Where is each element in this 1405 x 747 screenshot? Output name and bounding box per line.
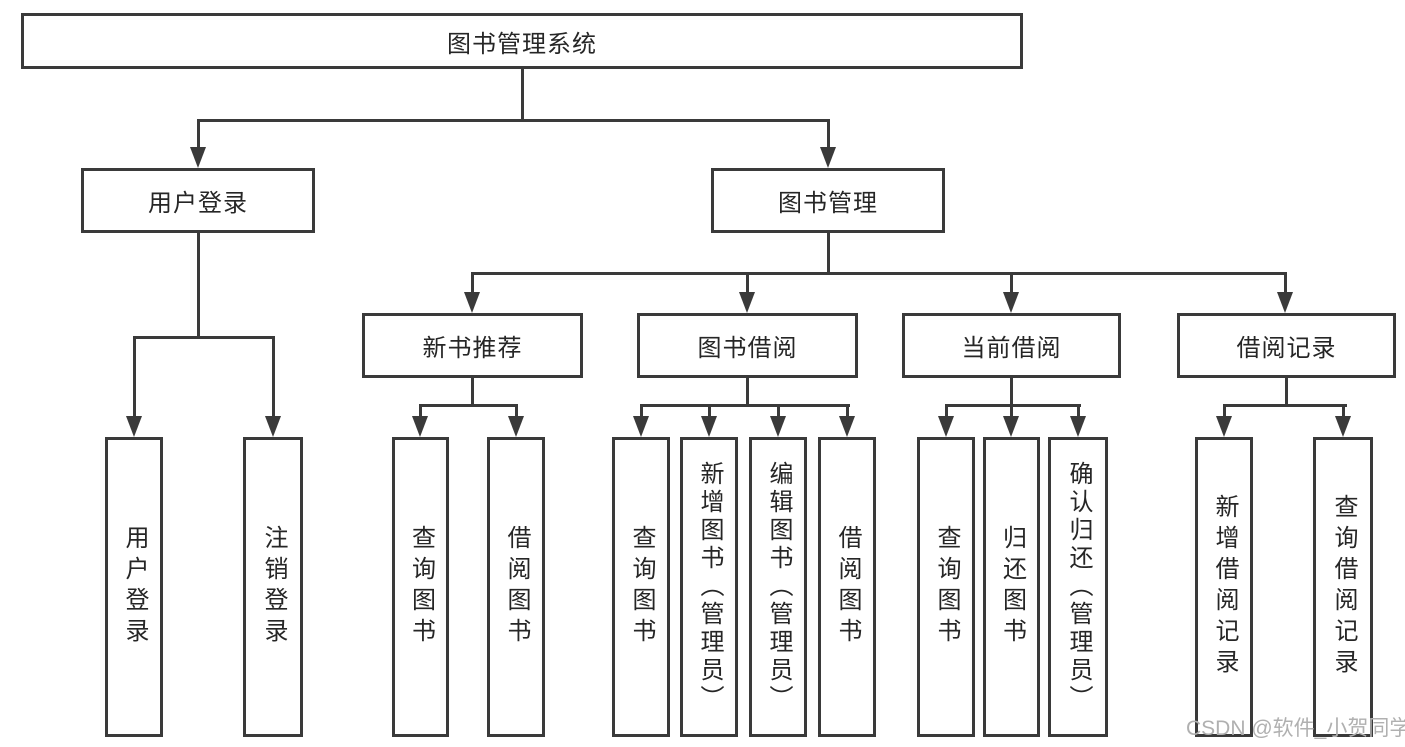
leaf-login: 用户登录 bbox=[105, 437, 163, 737]
node-book-borrow-label: 图书借阅 bbox=[697, 335, 798, 362]
arrow-to-recommend-query-book bbox=[412, 404, 429, 437]
node-user-login-label: 用户登录 bbox=[148, 190, 248, 217]
arrow-to-record-query bbox=[1334, 404, 1352, 437]
arrow-to-current-confirm-return bbox=[1069, 404, 1087, 437]
node-user-login: 用户登录 bbox=[81, 168, 315, 233]
leaf-record-add-label: 新增借阅记录 bbox=[1211, 494, 1238, 680]
node-root-label: 图书管理系统 bbox=[447, 30, 597, 58]
connector-current-borrow-stem bbox=[1009, 378, 1013, 407]
leaf-borrow-edit-book: 编辑图书（管理员） bbox=[749, 437, 807, 737]
leaf-current-return-book-label: 归还图书 bbox=[998, 525, 1026, 649]
arrow-to-book-borrow bbox=[738, 272, 756, 313]
connector-new-book-recommend-bus bbox=[418, 404, 518, 407]
leaf-recommend-query-book: 查询图书 bbox=[392, 437, 449, 737]
leaf-record-query: 查询借阅记录 bbox=[1313, 437, 1373, 737]
arrow-to-login bbox=[125, 336, 143, 437]
connector-user-login-bus bbox=[132, 336, 275, 339]
connector-level1-bus bbox=[196, 119, 830, 122]
leaf-logout: 注销登录 bbox=[243, 437, 303, 737]
node-book-borrow: 图书借阅 bbox=[637, 313, 858, 378]
arrow-to-current-borrow bbox=[1002, 272, 1020, 313]
leaf-current-return-book: 归还图书 bbox=[983, 437, 1040, 737]
connector-book-borrow-bus bbox=[639, 404, 850, 407]
arrow-to-borrow-borrow-book bbox=[838, 404, 856, 437]
arrow-to-user-login bbox=[189, 119, 207, 168]
leaf-current-query-book: 查询图书 bbox=[917, 437, 975, 737]
leaf-logout-label: 注销登录 bbox=[260, 525, 287, 649]
leaf-current-confirm-return: 确认归还（管理员） bbox=[1048, 437, 1108, 737]
node-new-book-recommend-label: 新书推荐 bbox=[422, 335, 523, 362]
node-book-management-label: 图书管理 bbox=[778, 190, 878, 217]
connector-new-book-recommend-stem bbox=[470, 378, 474, 407]
arrow-to-borrow-record bbox=[1276, 272, 1294, 313]
leaf-recommend-borrow-book-label: 借阅图书 bbox=[503, 525, 530, 649]
connector-root-stem bbox=[520, 69, 524, 119]
connector-book-management-stem bbox=[826, 233, 830, 275]
node-borrow-record: 借阅记录 bbox=[1177, 313, 1396, 378]
leaf-borrow-query-book-label: 查询图书 bbox=[628, 525, 655, 649]
arrow-to-borrow-query-book bbox=[632, 404, 650, 437]
arrow-to-current-query-book bbox=[937, 404, 955, 437]
node-current-borrow: 当前借阅 bbox=[902, 313, 1121, 378]
leaf-record-query-label: 查询借阅记录 bbox=[1330, 494, 1357, 680]
leaf-borrow-add-book-label: 新增图书（管理员） bbox=[696, 461, 723, 713]
arrow-to-new-book-recommend bbox=[463, 272, 481, 313]
leaf-record-add: 新增借阅记录 bbox=[1195, 437, 1253, 737]
node-root: 图书管理系统 bbox=[21, 13, 1023, 69]
arrow-to-record-add bbox=[1215, 404, 1233, 437]
node-book-management: 图书管理 bbox=[711, 168, 945, 233]
connector-borrow-record-stem bbox=[1284, 378, 1288, 407]
node-current-borrow-label: 当前借阅 bbox=[961, 335, 1062, 362]
leaf-recommend-borrow-book: 借阅图书 bbox=[487, 437, 545, 737]
arrow-to-logout bbox=[264, 336, 282, 437]
connector-level2-bus bbox=[470, 272, 1287, 275]
node-borrow-record-label: 借阅记录 bbox=[1236, 335, 1337, 362]
arrow-to-borrow-add-book bbox=[700, 404, 718, 437]
leaf-borrow-edit-book-label: 编辑图书（管理员） bbox=[765, 461, 792, 713]
leaf-borrow-add-book: 新增图书（管理员） bbox=[680, 437, 738, 737]
leaf-current-query-book-label: 查询图书 bbox=[933, 525, 960, 649]
node-new-book-recommend: 新书推荐 bbox=[362, 313, 583, 378]
arrow-to-borrow-edit-book bbox=[769, 404, 787, 437]
connector-user-login-stem bbox=[196, 233, 200, 339]
connector-book-borrow-stem bbox=[745, 378, 749, 407]
leaf-borrow-query-book: 查询图书 bbox=[612, 437, 670, 737]
arrow-to-current-return-book bbox=[1003, 404, 1020, 437]
arrow-to-book-management bbox=[819, 119, 837, 168]
leaf-login-label: 用户登录 bbox=[121, 525, 148, 649]
connector-borrow-record-bus bbox=[1222, 404, 1347, 407]
leaf-borrow-borrow-book: 借阅图书 bbox=[818, 437, 876, 737]
leaf-current-confirm-return-label: 确认归还（管理员） bbox=[1065, 461, 1092, 713]
csdn-watermark: CSDN @软件_小贺同学 bbox=[1186, 717, 1405, 740]
leaf-recommend-query-book-label: 查询图书 bbox=[407, 525, 435, 649]
arrow-to-recommend-borrow-book bbox=[507, 404, 525, 437]
leaf-borrow-borrow-book-label: 借阅图书 bbox=[834, 525, 861, 649]
